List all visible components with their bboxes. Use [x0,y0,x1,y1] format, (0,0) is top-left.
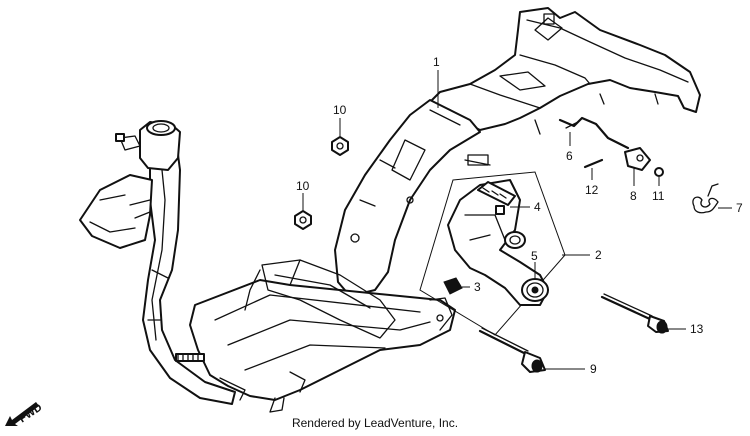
hardware-parts [294,116,719,373]
callout-12: 12 [585,183,599,197]
callout-2: 2 [595,248,602,262]
callouts: 1 2 3 4 5 6 7 8 9 10 10 11 12 13 [296,55,743,376]
callout-3: 3 [474,280,481,294]
fwd-arrow-icon [5,402,39,426]
callout-11: 11 [652,189,665,203]
callout-6: 6 [566,149,573,163]
engine-hanger-assembly [419,171,566,336]
callout-10-upper: 10 [333,103,347,117]
fwd-indicator: FWD [5,401,44,426]
footer-credit: Rendered by LeadVenture, Inc. [291,416,459,430]
callout-1: 1 [433,55,440,69]
frame-body [79,7,701,413]
callout-10-lower: 10 [296,179,310,193]
callout-5: 5 [531,249,538,263]
callout-7: 7 [736,201,743,215]
callout-9: 9 [590,362,597,376]
callout-4: 4 [534,200,541,214]
callout-8: 8 [630,189,637,203]
callout-13: 13 [690,322,704,336]
